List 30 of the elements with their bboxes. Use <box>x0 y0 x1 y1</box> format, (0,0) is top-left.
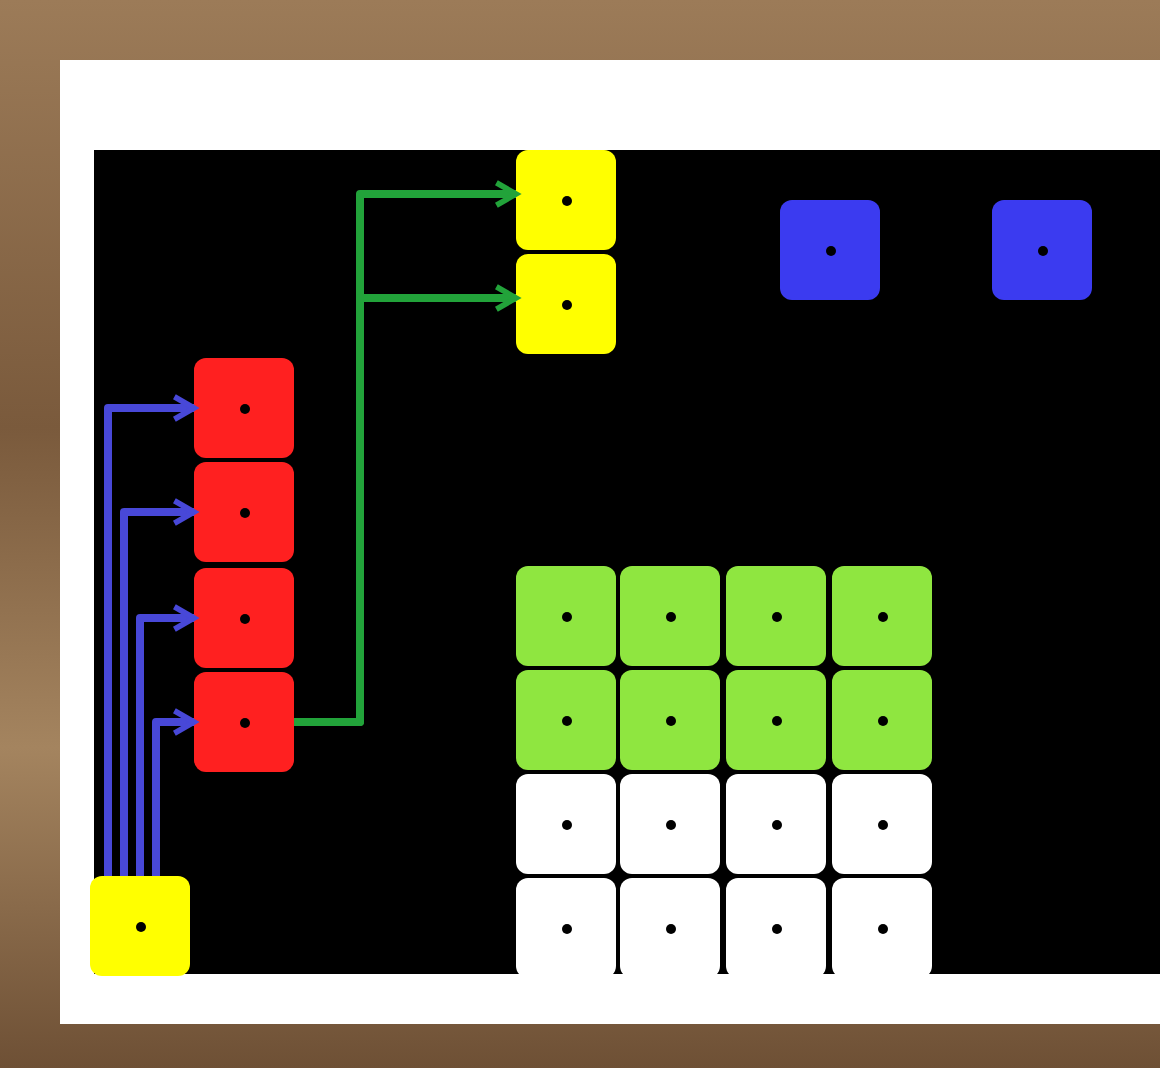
tile <box>516 150 616 250</box>
tile <box>620 566 720 666</box>
tile <box>780 200 880 300</box>
tile <box>620 774 720 874</box>
tile <box>726 670 826 770</box>
tile <box>992 200 1092 300</box>
arrow <box>104 394 197 876</box>
tile <box>516 670 616 770</box>
tile <box>516 878 616 978</box>
tile <box>516 566 616 666</box>
tile <box>832 670 932 770</box>
arrow <box>152 708 197 876</box>
arrow <box>136 604 197 876</box>
tile <box>90 876 190 976</box>
tile <box>832 566 932 666</box>
tile <box>194 462 294 562</box>
tile <box>620 670 720 770</box>
tile <box>620 878 720 978</box>
tile <box>832 878 932 978</box>
tile <box>194 358 294 458</box>
tile <box>516 254 616 354</box>
tile <box>194 568 294 668</box>
arrow <box>120 498 197 876</box>
tile <box>726 566 826 666</box>
tile <box>832 774 932 874</box>
tile <box>194 672 294 772</box>
tile <box>726 878 826 978</box>
arrow <box>294 284 519 726</box>
tile <box>516 774 616 874</box>
tile <box>726 774 826 874</box>
